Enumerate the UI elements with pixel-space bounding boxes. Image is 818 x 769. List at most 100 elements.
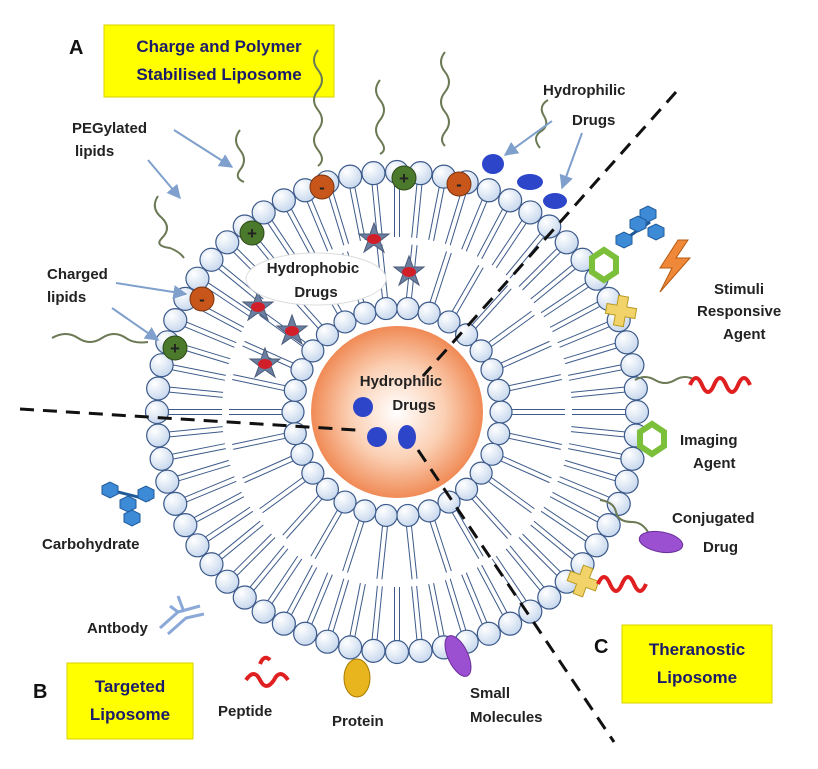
charged-label-line1: Charged — [47, 266, 108, 283]
antibody-icon — [159, 595, 205, 636]
lipid-head — [476, 621, 501, 646]
protein-label: Protein — [332, 713, 384, 730]
aqueous-core — [311, 326, 483, 498]
lipid-head — [315, 477, 340, 501]
section-b-box — [66, 662, 194, 740]
charged-heads: + - - + - + — [162, 165, 472, 361]
divider-b-c — [416, 449, 616, 743]
lipid-head — [480, 358, 504, 382]
lipid-head — [353, 499, 377, 523]
lipid-head — [163, 491, 188, 516]
section-a-letter: A — [69, 37, 83, 59]
lipid-head — [537, 585, 562, 610]
stimuli-label-line3: Agent — [723, 326, 766, 343]
hydrophobic-label-bubble — [245, 252, 387, 306]
lipid-head — [251, 200, 276, 225]
lipid-head — [301, 339, 325, 363]
lipid-head — [333, 310, 357, 334]
lipid-head — [620, 446, 645, 471]
lipid-head — [315, 629, 340, 654]
lipid-head — [271, 611, 296, 636]
lipid-head — [361, 161, 386, 186]
lipid-head — [518, 599, 543, 624]
lipid-head — [476, 178, 501, 203]
hydrophobic-drug-icon — [241, 289, 275, 322]
lipid-head — [469, 339, 493, 363]
lipid-head — [454, 477, 479, 501]
carbohydrate-icon — [101, 481, 155, 527]
section-b-letter: B — [33, 681, 47, 703]
lipid-head — [614, 469, 639, 494]
lipid-head — [149, 446, 174, 471]
lipid-head — [437, 310, 461, 334]
section-b-title-line2: Liposome — [90, 705, 170, 724]
lipid-head — [271, 188, 296, 213]
hydrophilic-drug-icon — [367, 427, 387, 447]
svg-text:-: - — [319, 178, 325, 197]
svg-text:+: + — [247, 224, 257, 243]
lipid-head — [554, 230, 579, 255]
positive-charge-icon — [391, 165, 417, 191]
lipid-head — [396, 503, 420, 528]
lipid-head — [155, 469, 180, 494]
lipid-head — [614, 330, 639, 355]
charged-arrow — [111, 307, 160, 341]
negative-charge-icon — [189, 286, 215, 312]
protein-icon — [343, 658, 371, 698]
section-a-title-line2: Stabilised Liposome — [136, 65, 301, 84]
peptide-coil-icon — [688, 376, 752, 394]
cross-linker-icon — [604, 294, 638, 328]
lipid-head — [624, 399, 650, 425]
peptide-coil-icon — [596, 575, 648, 593]
targeting-ligand-icon — [615, 205, 665, 249]
lipid-head — [333, 490, 357, 514]
hydrophobic-drug-icon — [357, 221, 391, 254]
lipid-head — [537, 214, 562, 239]
lipid-head — [149, 353, 174, 378]
outer-hydrophilic-drugs — [482, 154, 567, 209]
pegylated-label-line2: lipids — [75, 143, 114, 160]
lipid-head — [215, 569, 240, 594]
charged-label-line2: lipids — [47, 289, 86, 306]
svg-text:+: + — [399, 169, 409, 188]
lipid-head — [498, 611, 523, 636]
lipid-head — [185, 533, 210, 558]
lipid-head — [290, 358, 314, 382]
imaging-label-line2: Agent — [693, 455, 736, 472]
conjugated-label-line2: Drug — [703, 539, 738, 556]
pegylated-arrow — [173, 129, 234, 168]
hydrophilic-drug-icon — [517, 174, 543, 190]
lipid-head — [173, 513, 198, 538]
lipid-head — [489, 400, 513, 424]
lipid-head — [361, 638, 386, 663]
lipid-head — [283, 378, 307, 402]
lipid-head — [281, 400, 305, 424]
lipid-head — [396, 296, 420, 321]
cross-linker-icon — [566, 564, 600, 598]
section-c-box — [621, 624, 773, 704]
lipid-head — [454, 323, 479, 347]
section-c-title-line1: Theranostic — [649, 640, 745, 659]
lipid-head — [338, 635, 363, 660]
core-hydrophilic-drugs — [353, 397, 416, 449]
hydrophilic-drug-icon — [398, 425, 416, 449]
conjugated-label-line1: Conjugated — [672, 510, 755, 527]
hydrophilic-drug-icon — [353, 397, 373, 417]
lipid-head — [469, 461, 493, 485]
hydrophobic-drug-icon — [248, 346, 282, 379]
hydrophilic-arrow — [559, 132, 583, 190]
inner-lipid-layer — [229, 244, 565, 580]
lipid-head — [353, 301, 377, 325]
lipid-head — [374, 503, 398, 528]
lipid-head — [232, 585, 257, 610]
lipid-head — [163, 308, 188, 333]
lipid-head — [144, 399, 170, 425]
peptide-icon — [244, 655, 290, 688]
pegylated-label-line1: PEGylated — [72, 120, 147, 137]
lipid-head — [606, 491, 631, 516]
lipid-head — [315, 323, 340, 347]
hydrophobic-drugs — [241, 221, 426, 379]
charged-arrow — [115, 282, 188, 299]
